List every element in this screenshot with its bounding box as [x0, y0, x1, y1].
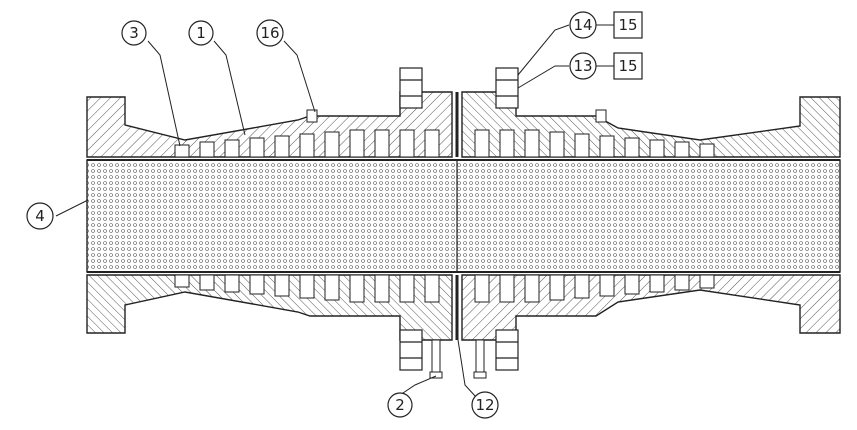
lower-left-housing: [86, 274, 453, 341]
box-label-14: 15: [596, 11, 643, 39]
drain-plugs: [429, 339, 487, 379]
svg-text:12: 12: [475, 396, 494, 414]
balloon-13: 13: [569, 52, 597, 80]
leader-lines: [55, 24, 570, 398]
svg-text:3: 3: [129, 24, 139, 42]
svg-text:15: 15: [618, 16, 637, 34]
svg-text:14: 14: [573, 16, 592, 34]
balloon-3: 3: [121, 20, 147, 46]
svg-text:1: 1: [196, 24, 206, 42]
upper-left-nut: [399, 67, 423, 109]
lower-right-nut: [495, 329, 519, 371]
lower-left-nut: [399, 329, 423, 371]
upper-ribs: [174, 129, 715, 158]
svg-text:15: 15: [618, 57, 637, 75]
upper-right-nut: [495, 67, 519, 109]
svg-text:16: 16: [260, 24, 279, 42]
balloon-12: 12: [471, 391, 499, 419]
svg-text:4: 4: [35, 207, 45, 225]
vent-fittings: [306, 109, 607, 123]
svg-text:2: 2: [395, 396, 405, 414]
balloon-4: 4: [26, 202, 54, 230]
box-label-13: 15: [596, 52, 643, 80]
balloon-16: 16: [256, 19, 284, 47]
perforated-screen: [86, 159, 841, 273]
balloon-2: 2: [387, 392, 413, 418]
lower-ribs: [174, 274, 715, 303]
balloon-14: 14: [569, 11, 597, 39]
upper-left-housing: [86, 91, 453, 158]
svg-text:13: 13: [573, 57, 592, 75]
balloon-1: 1: [188, 20, 214, 46]
